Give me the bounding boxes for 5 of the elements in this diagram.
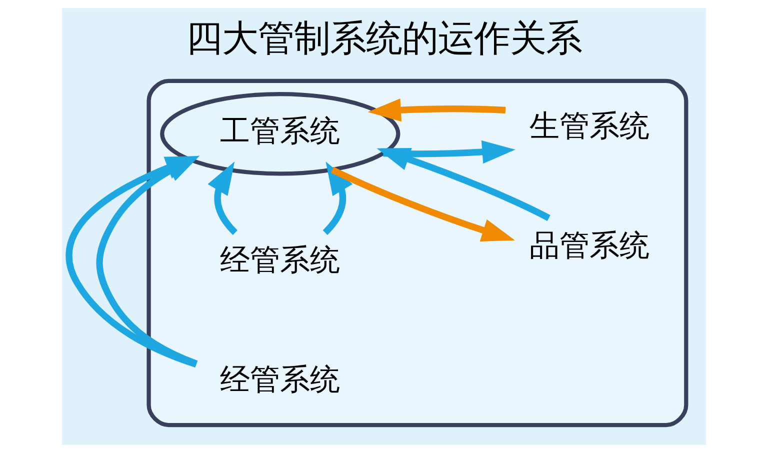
node-text: 生管系统 [528,109,649,144]
diagram-title: 四大管制系统的运作关系 [186,16,582,60]
node-text: 经管系统 [220,362,340,398]
node-text: 品管系统 [528,228,649,264]
node-text: 经管系统 [220,243,340,278]
